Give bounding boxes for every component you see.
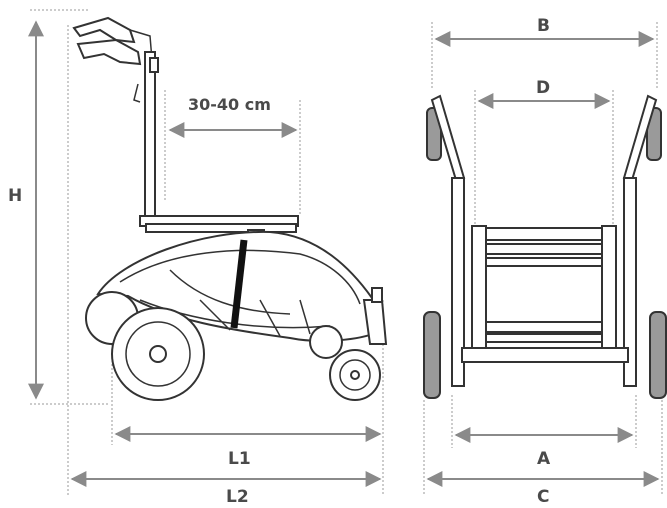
front-caster-rim	[339, 359, 371, 391]
caster-post	[371, 287, 383, 303]
frame-line-1	[119, 249, 361, 305]
left-wheel	[423, 311, 441, 399]
rear-big-wheel-hub	[149, 345, 167, 363]
seat-slat-5	[485, 333, 603, 343]
seat-depth-label: 30-40 cm	[188, 95, 271, 114]
rear-big-wheel-rim	[125, 321, 191, 387]
middle-small-wheel	[309, 325, 343, 359]
handlebar-top	[72, 16, 136, 44]
seat-frame-left	[471, 225, 487, 349]
right-post	[623, 177, 637, 387]
post-lever	[133, 83, 141, 103]
push-post	[144, 51, 156, 225]
right-wheel	[649, 311, 667, 399]
seat-slat-3	[485, 257, 603, 267]
seat-slat-2	[485, 243, 603, 255]
c-label: C	[537, 487, 549, 507]
frame-line-3	[169, 269, 291, 315]
l2-label: L2	[226, 487, 249, 507]
wheelchair-front-illustration	[423, 94, 667, 399]
l1-label: L1	[228, 449, 251, 469]
belt-strap	[230, 239, 248, 329]
seat-plank-lower	[145, 223, 297, 233]
seat-slat-1	[485, 227, 603, 241]
caster-fork	[362, 299, 388, 345]
d-label: D	[536, 78, 550, 98]
a-label: A	[537, 449, 551, 469]
seat-frame-right	[601, 225, 617, 349]
seat-slat-4	[485, 321, 603, 333]
frame-struts	[199, 299, 311, 337]
frame-line-2	[139, 299, 331, 329]
left-post	[451, 177, 465, 387]
wheelchair-side-illustration	[72, 16, 388, 401]
front-caster-hub	[350, 370, 360, 380]
front-view: B D A C	[423, 16, 667, 507]
post-clamp	[149, 57, 159, 73]
height-label: H	[8, 186, 22, 206]
base-crossbar	[461, 347, 629, 363]
side-view: H 30-40 cm L1 L2	[8, 9, 388, 507]
handlebar-lower	[76, 38, 142, 66]
b-label: B	[537, 16, 550, 36]
